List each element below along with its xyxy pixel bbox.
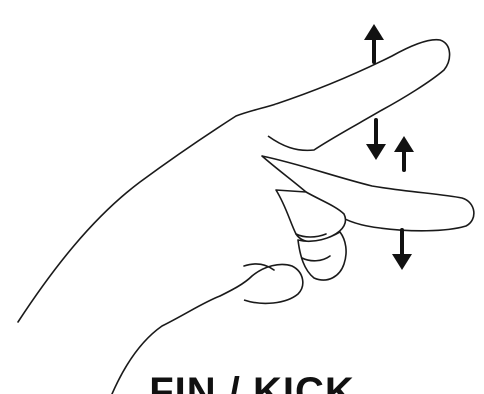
arrow-down-icon	[392, 230, 412, 270]
arrow-down-icon	[366, 120, 386, 160]
arrow-up-icon	[364, 24, 384, 62]
gesture-label: FIN / KICK	[0, 372, 484, 394]
index-finger	[268, 40, 450, 151]
arrow-up-icon	[394, 136, 414, 170]
thumb	[220, 264, 303, 303]
gesture-label-text: FIN / KICK	[149, 372, 355, 394]
hand-gesture-icon	[18, 40, 474, 394]
